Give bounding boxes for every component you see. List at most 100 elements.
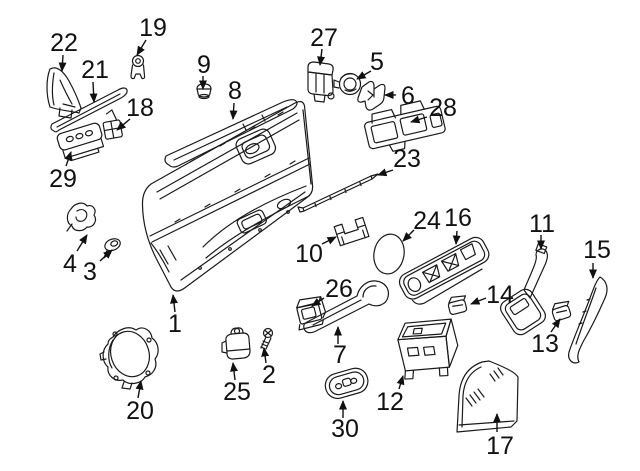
callout-arrow [89,81,98,103]
callout-number[interactable]: 28 [429,94,457,122]
part-17-door-pocket-panel [456,360,519,433]
callout-arrow [317,48,326,66]
callout-number[interactable]: 11 [529,210,555,238]
callout-number[interactable]: 30 [331,415,359,443]
callout-24-oval-gasket[interactable]: 24 [402,207,441,242]
callout-number[interactable]: 20 [126,397,154,425]
callout-12-storage-bin[interactable]: 12 [376,375,405,416]
callout-4-retainer-clip[interactable]: 4 [63,234,88,278]
part-22-mirror-corner-cover [46,67,82,119]
callout-arrow [58,54,67,72]
callout-number[interactable]: 14 [486,281,514,309]
callout-number[interactable]: 29 [49,165,77,193]
part-13-clip [551,300,572,322]
callout-arrow [64,151,72,167]
part-1-door-trim-panel [141,100,314,292]
callout-number[interactable]: 27 [310,24,338,52]
callout-arrow [76,234,88,252]
callout-1-door-trim-panel[interactable]: 1 [168,294,182,338]
callout-23-lock-rod[interactable]: 23 [377,145,421,177]
part-6-bracket-clip [357,80,386,111]
callout-14-clip[interactable]: 14 [470,281,514,309]
callout-number[interactable]: 7 [333,341,347,369]
part-30-bezel-plate [324,367,369,400]
part-10-handle-bracket [333,216,370,247]
callout-number[interactable]: 19 [139,14,167,42]
part-21-upper-molding-strip [50,87,128,133]
callout-number[interactable]: 2 [262,361,276,389]
callout-26-switch[interactable]: 26 [311,275,353,307]
diagram-artwork [46,54,608,433]
callout-20-speaker-bracket[interactable]: 20 [126,380,154,425]
callout-22-mirror-corner-cover[interactable]: 22 [50,29,78,72]
callout-arrow [136,39,147,56]
callout-arrow [311,297,325,307]
callout-number[interactable]: 23 [393,145,421,173]
callout-arrow [229,102,238,120]
callout-30-bezel-plate[interactable]: 30 [331,400,359,443]
callout-number[interactable]: 5 [370,48,384,76]
part-15-trim-molding [568,276,608,364]
callout-arrow [135,380,144,399]
callout-number[interactable]: 18 [126,94,154,122]
callout-25-clip[interactable]: 25 [223,362,251,406]
callout-number[interactable]: 16 [444,204,472,232]
callout-number[interactable]: 22 [50,29,78,57]
callout-number[interactable]: 17 [486,432,514,460]
callout-13-clip[interactable]: 13 [531,318,561,358]
callout-number[interactable]: 12 [376,388,404,416]
part-3-rivet [103,238,121,259]
callout-number[interactable]: 10 [295,240,323,268]
callout-number[interactable]: 25 [223,378,251,406]
part-26-switch [296,296,327,331]
part-27-mirror-switch [307,61,335,103]
part-18-clip [102,109,123,140]
callout-8-belt-molding-strip[interactable]: 8 [228,77,242,120]
callout-10-handle-bracket[interactable]: 10 [295,236,337,268]
callout-number[interactable]: 21 [81,56,109,84]
callout-number[interactable]: 1 [168,310,182,338]
part-19-retainer-clip [130,54,146,80]
callout-27-mirror-switch[interactable]: 27 [310,24,338,66]
callout-11-pull-handle-trim[interactable]: 11 [529,210,555,250]
callout-number[interactable]: 9 [197,51,211,79]
callout-arrow [470,297,487,305]
callout-18-clip[interactable]: 18 [116,94,154,131]
part-4-retainer-clip [66,202,97,232]
part-9-grommet [196,83,212,100]
callout-2-screw[interactable]: 2 [261,347,276,389]
callout-arrow [261,347,270,364]
callout-16-switch-bezel[interactable]: 16 [444,204,472,245]
callout-arrow [377,168,394,177]
part-7-door-pull-handle [303,280,390,334]
callout-7-door-pull-handle[interactable]: 7 [333,326,347,369]
callout-number[interactable]: 26 [325,275,353,303]
callout-number[interactable]: 3 [83,258,97,286]
callout-28-window-switch-unit[interactable]: 28 [410,94,457,124]
callout-17-door-pocket-panel[interactable]: 17 [486,413,514,460]
callout-number[interactable]: 24 [413,207,441,235]
callout-21-upper-molding-strip[interactable]: 21 [81,56,109,103]
callout-number[interactable]: 13 [531,330,559,358]
callout-6-bracket-clip[interactable]: 6 [384,82,415,110]
callout-5-round-retainer[interactable]: 5 [356,48,384,80]
callout-19-retainer-clip[interactable]: 19 [136,14,167,56]
callout-arrow [452,230,461,245]
callout-arrow [99,249,113,262]
part-24-oval-gasket [373,233,405,275]
callout-number[interactable]: 4 [63,250,77,278]
callout-arrow [116,118,131,131]
callout-arrow [170,294,178,313]
callout-9-grommet[interactable]: 9 [197,51,211,90]
callout-3-rivet[interactable]: 3 [83,249,113,286]
callout-arrow [410,115,428,124]
callout-arrow [321,236,337,245]
callout-number[interactable]: 15 [583,236,611,264]
callout-15-trim-molding[interactable]: 15 [583,236,611,279]
callout-number[interactable]: 6 [401,82,415,110]
callout-number[interactable]: 8 [228,77,242,105]
callout-29-switch-plate[interactable]: 29 [49,151,77,193]
